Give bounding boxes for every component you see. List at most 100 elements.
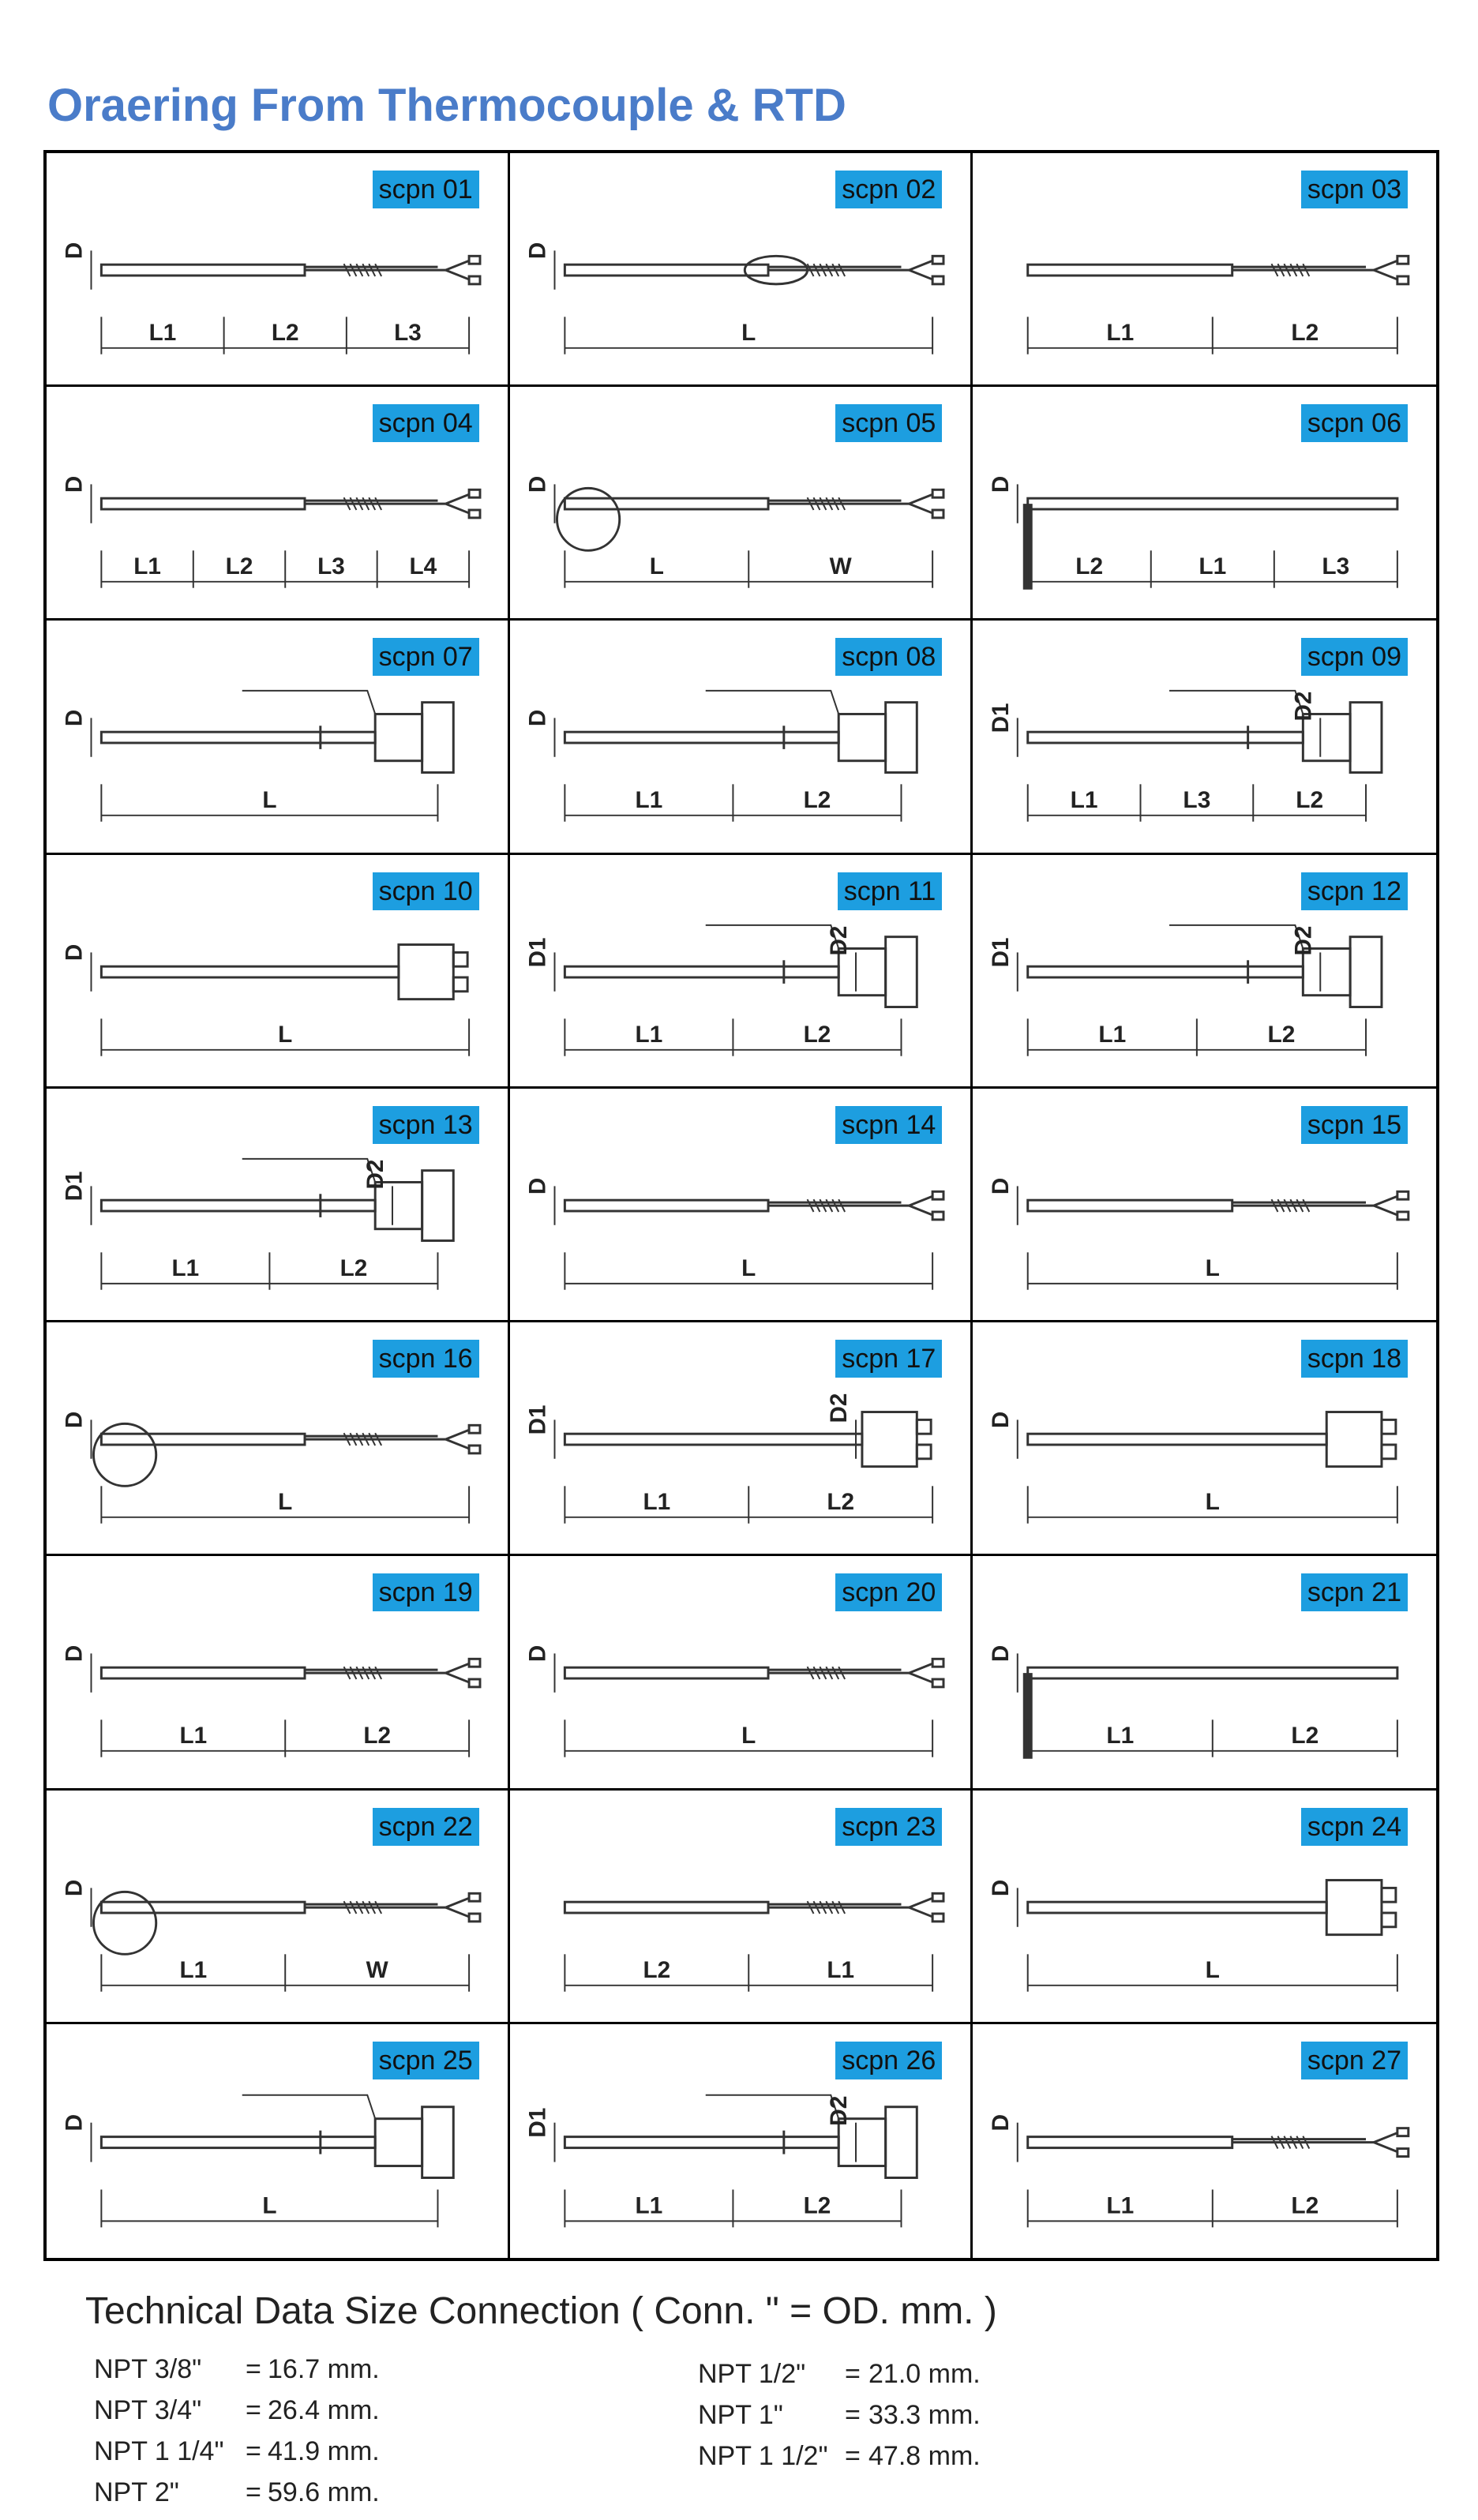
braid-mark: [831, 497, 839, 511]
terminal: [467, 254, 482, 265]
braid-mark: [349, 497, 358, 511]
diameter-label: D1: [62, 1171, 88, 1201]
model-code-badge: scpn 21: [1300, 1573, 1408, 1612]
wire-leads: [445, 1663, 470, 1684]
diameter-label: D: [62, 476, 88, 493]
diameter-label: D2: [826, 2095, 852, 2125]
head-cover: [883, 701, 918, 774]
sheath: [563, 263, 770, 277]
braid-mark: [806, 1900, 815, 1914]
outer-diameter: 47.8 mm.: [868, 2441, 981, 2471]
outer-diameter: 33.3 mm.: [868, 2400, 981, 2430]
diameter-label: D1: [988, 937, 1014, 967]
equals-sign: =: [246, 2354, 261, 2384]
braid-mark: [806, 1198, 815, 1213]
model-code-badge: scpn 04: [372, 404, 479, 443]
terminal: [931, 1658, 945, 1669]
leader-line: [705, 924, 839, 949]
leader-line: [242, 1157, 377, 1183]
terminal: [1380, 1886, 1397, 1903]
braid-mark: [1289, 2135, 1298, 2149]
head-cover: [421, 2105, 455, 2179]
wire-leads: [1373, 1194, 1398, 1217]
sheath: [563, 1900, 770, 1914]
cable: [305, 1434, 446, 1441]
dimension-label: L: [741, 320, 756, 346]
braid-mark: [343, 1667, 351, 1680]
terminal: [467, 1658, 482, 1669]
dimension-label: L: [278, 1489, 292, 1515]
dimension-label: L2: [803, 1022, 831, 1048]
sheath: [99, 1667, 306, 1680]
dimension-label: L3: [1322, 553, 1350, 579]
diameter-label: D2: [362, 1160, 388, 1190]
connection-head: [373, 2117, 424, 2167]
terminal: [931, 254, 945, 265]
braid-mark: [343, 1900, 351, 1914]
sheath: [563, 1667, 770, 1680]
diameter-label: D: [524, 1645, 550, 1662]
equals-sign: =: [246, 2395, 261, 2425]
terminal: [931, 1190, 945, 1201]
dimension-label: L2: [272, 320, 299, 346]
sheath: [1026, 1667, 1399, 1680]
cable: [767, 1668, 910, 1674]
dimension-label: L2: [1268, 1022, 1296, 1048]
diameter-label: D: [524, 242, 550, 259]
dimension-label: L3: [317, 553, 345, 579]
terminal: [931, 1678, 945, 1689]
braid-mark: [1302, 1198, 1311, 1213]
model-code-badge: scpn 24: [1300, 1807, 1408, 1846]
ring-lug: [555, 487, 621, 553]
braid-mark: [812, 263, 820, 277]
diameter-label: D1: [524, 1405, 550, 1435]
dimension-label: L1: [1107, 320, 1135, 346]
diameter-label: D: [524, 710, 550, 726]
terminal-block: [397, 943, 455, 1000]
braid-mark: [374, 1432, 383, 1446]
diameter-label: D: [62, 1645, 88, 1662]
terminal: [467, 1423, 482, 1434]
dimension-label: L2: [827, 1489, 854, 1515]
braid-mark: [1289, 263, 1298, 277]
leader-line: [705, 2094, 839, 2119]
dimension-label: W: [829, 553, 851, 579]
connection-head: [373, 713, 424, 763]
braid-mark: [812, 1900, 820, 1914]
braid-mark: [1296, 263, 1304, 277]
dimension-label: L1: [1107, 2192, 1135, 2218]
sheath: [1026, 263, 1234, 277]
braid-mark: [374, 1900, 383, 1914]
diameter-label: D1: [988, 703, 1014, 733]
braid-mark: [355, 1667, 364, 1680]
sheath: [99, 731, 377, 744]
braid-mark: [825, 1667, 833, 1680]
braid-mark: [343, 497, 351, 511]
braid-mark: [343, 263, 351, 277]
dimension-label: L: [262, 2192, 276, 2218]
dimension-label: L1: [1199, 553, 1227, 579]
leader-line: [242, 2094, 377, 2119]
braid-mark: [355, 1432, 364, 1446]
sheath: [1026, 965, 1305, 979]
dimension-label: L2: [803, 2192, 831, 2218]
wire-leads: [445, 1428, 470, 1450]
dimension-label: L1: [179, 1957, 207, 1983]
model-code-badge: scpn 06: [1300, 404, 1408, 443]
dimension-label: L1: [1071, 787, 1098, 813]
model-code-badge: scpn 20: [835, 1573, 943, 1612]
braid-mark: [831, 1900, 839, 1914]
dimension-label: L2: [1296, 787, 1324, 813]
